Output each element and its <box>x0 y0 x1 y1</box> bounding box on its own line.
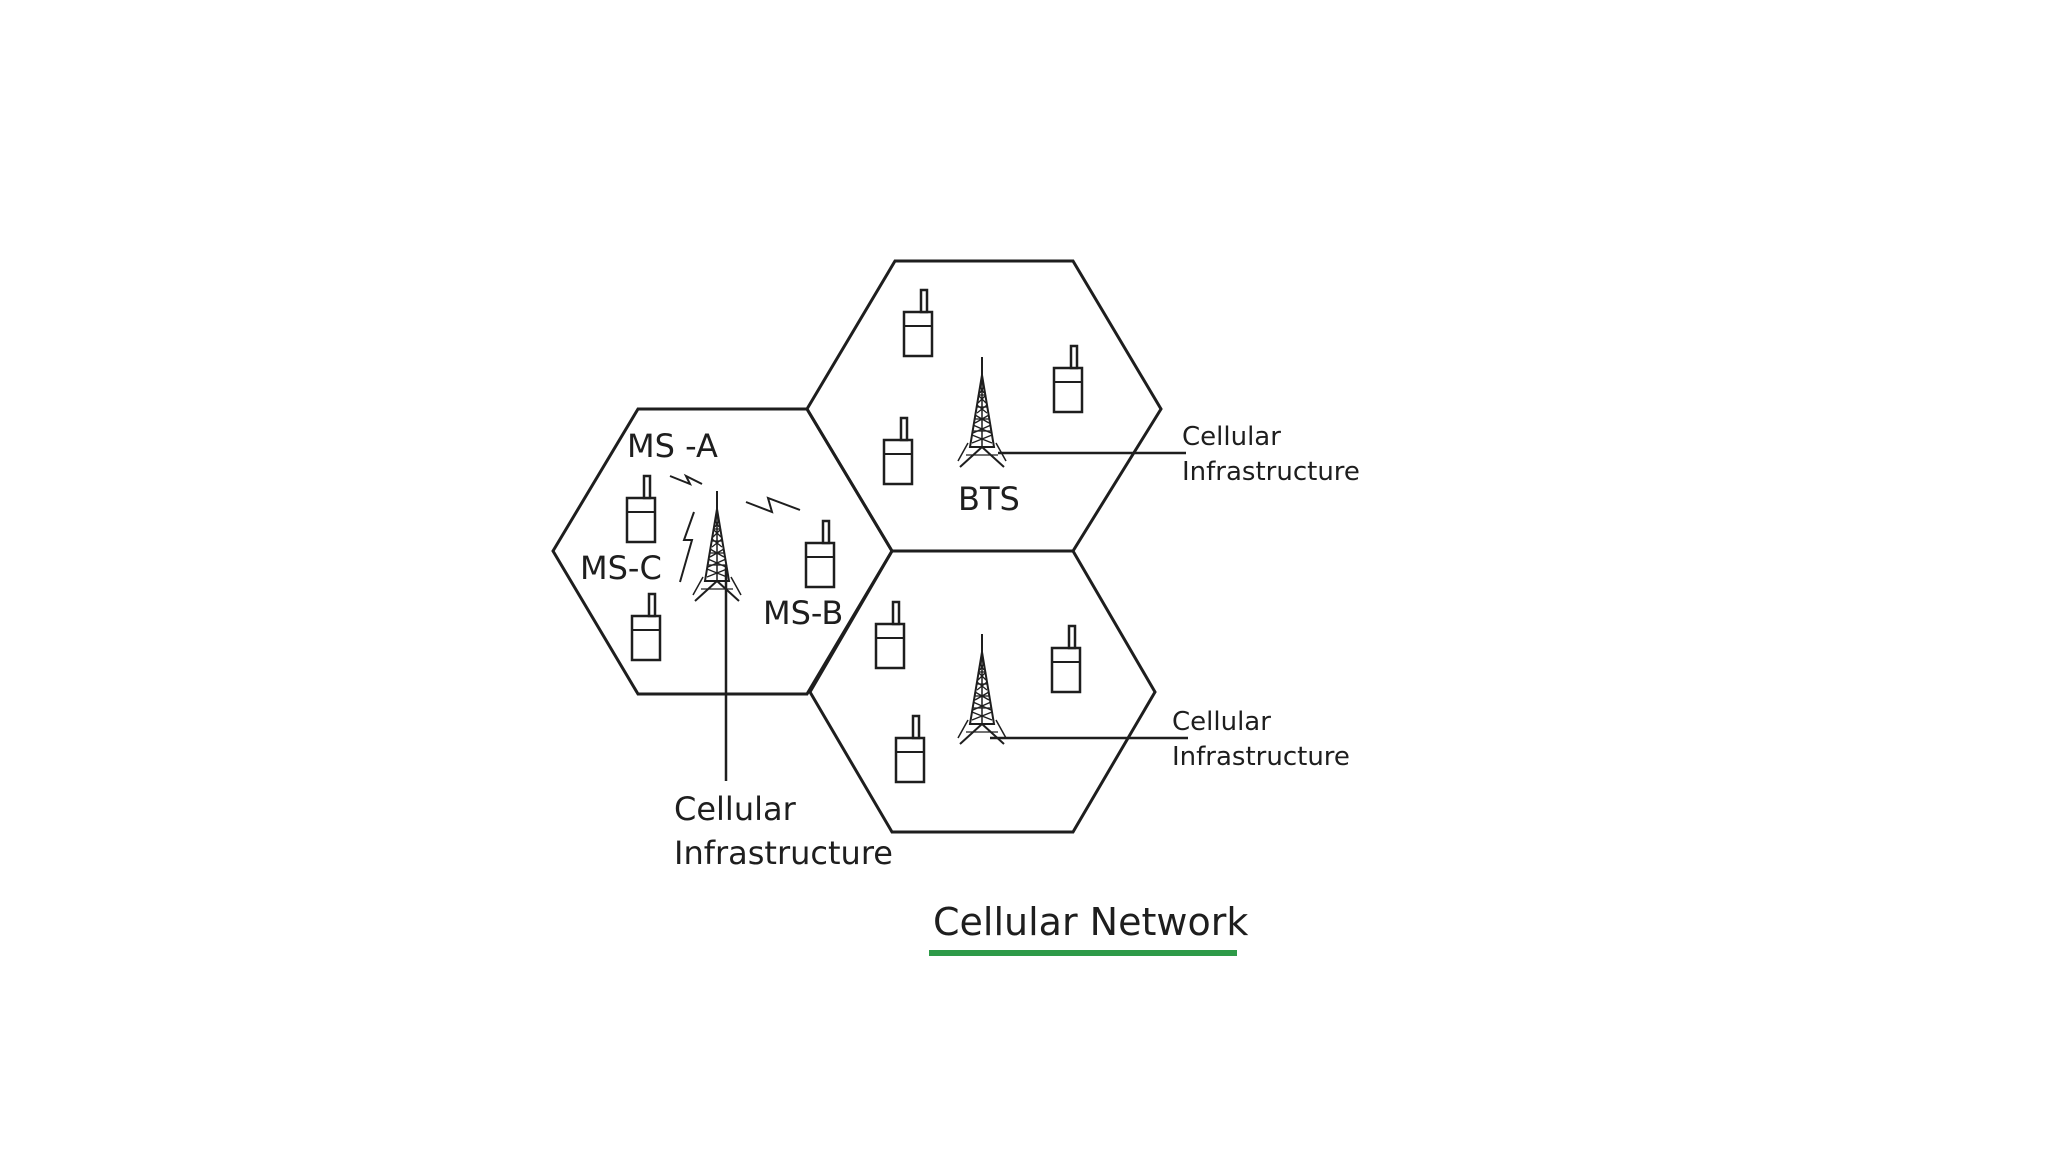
mobile-phone-icon <box>630 592 662 662</box>
mobile-phone-icon <box>874 600 906 670</box>
mobile-phone-icon <box>1052 344 1084 414</box>
mobile-phone-icon <box>625 474 657 544</box>
cell-tower-icon <box>957 633 1007 745</box>
diagram-title: Cellular Network <box>933 900 1248 944</box>
lightning-signal-icon <box>679 511 695 583</box>
mobile-phone-icon <box>1050 624 1082 694</box>
infra-label-left-line1: Cellular <box>674 790 797 828</box>
mobile-phone-icon <box>902 288 934 358</box>
infra-label-top-line2: Infrastructure <box>1182 457 1360 487</box>
cell-tower-icon <box>957 356 1007 468</box>
lightning-signal-icon <box>745 496 801 514</box>
mobile-phone-icon <box>894 714 926 784</box>
bts-label: BTS <box>958 480 1020 518</box>
infra-label-top-line1: Cellular <box>1182 422 1281 452</box>
infra-label-left-line2: Infrastructure <box>674 834 893 872</box>
ms-b-label: MS-B <box>763 594 843 632</box>
ms-a-label: MS -A <box>627 427 718 465</box>
cell-bottom-hexagon <box>808 549 1157 834</box>
ms-c-label: MS-C <box>580 549 662 587</box>
mobile-phone-icon <box>804 519 836 589</box>
infra-label-bottom-line1: Cellular <box>1172 707 1271 737</box>
infra-label-bottom-line2: Infrastructure <box>1172 742 1350 772</box>
lightning-signal-icon <box>669 473 703 486</box>
cell-tower-icon <box>692 490 742 602</box>
mobile-phone-icon <box>882 416 914 486</box>
